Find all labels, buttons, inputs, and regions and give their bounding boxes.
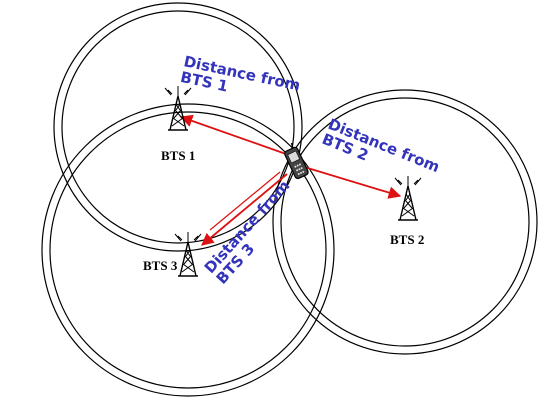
coverage-circle-bts1: [53, 2, 303, 252]
antenna-tower-icon: [164, 85, 192, 131]
bts2-label: BTS 2: [390, 232, 424, 247]
arrow-to-bts3-inner: [209, 171, 281, 231]
bts1-label: BTS 1: [161, 148, 195, 163]
mobile-phone-icon: [284, 142, 309, 180]
bts3-label: BTS 3: [143, 258, 178, 273]
antenna-tower-icon: [394, 175, 422, 221]
coverage-circle-bts2: [272, 89, 538, 355]
coverage-circle-bts3: [41, 103, 335, 397]
arrow-to-bts2: [300, 165, 402, 199]
arrow-to-bts3: [201, 173, 288, 246]
arrow-to-bts1: [179, 114, 287, 155]
antenna-tower-icon: [174, 231, 202, 277]
